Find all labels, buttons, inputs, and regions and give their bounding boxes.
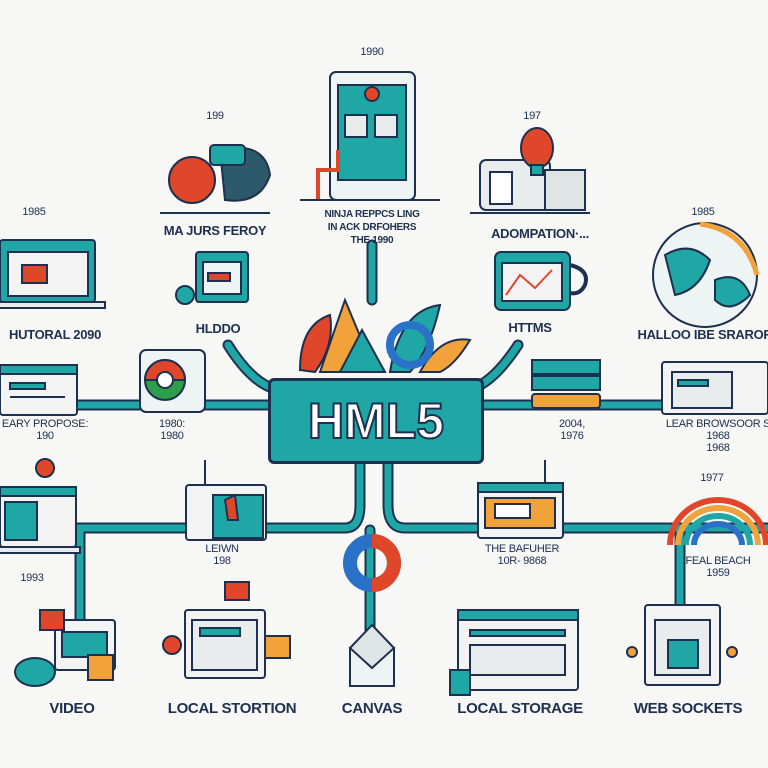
year-label: 1985 (22, 206, 46, 218)
year-label: 197 (523, 110, 541, 122)
year-label: 1968 (706, 430, 730, 442)
label-line: 2004, (558, 418, 586, 430)
donut-icon (343, 534, 401, 592)
year-label: 1959 (706, 567, 730, 579)
year-label: 10R- 9868 (497, 555, 547, 567)
lamp-illustration (470, 127, 590, 214)
feature-label-local-stortion: LOCAL STORTION (167, 700, 297, 717)
milestone-label: HUTORAL 2090 (8, 327, 102, 342)
year-label: 1980 (160, 430, 184, 442)
year-label: 1985 (691, 206, 715, 218)
chrome-icon (139, 349, 206, 413)
video-icon (14, 609, 116, 687)
milestone-label: MA JURS FEROY (163, 223, 267, 238)
apple-icon (35, 458, 55, 478)
year-label: 1977 (700, 472, 724, 484)
tablet-illustration (300, 71, 440, 201)
milestone-label: EARY PROPOSE:190 (2, 418, 88, 442)
web-sockets-icon (626, 604, 738, 686)
leaves-illustration (298, 297, 472, 374)
browser-window-icon (0, 364, 78, 416)
year-label: 1968 (706, 442, 730, 454)
milestone-label: HALLOO IBE SRAROR (637, 327, 768, 342)
feature-label-canvas: CANVAS (341, 700, 403, 717)
milestone-label: ADOMPATION·... (491, 226, 589, 241)
monitor-icon (0, 486, 81, 554)
milestone-label: 2004,1976 (559, 418, 585, 442)
hml5-title: HML5 (268, 378, 484, 464)
feature-label-local-storage: LOCAL STORAGE (457, 700, 583, 717)
window-icon (175, 251, 249, 305)
label-line: EARY PROPOSE: (1, 418, 89, 430)
canvas-icon (348, 623, 396, 687)
year-label: 199 (206, 110, 224, 122)
year-label: 1990 (360, 46, 384, 58)
apple-illustration (160, 144, 272, 214)
label-line: LEIWN (205, 543, 239, 555)
label-line: THE 1990 (350, 235, 394, 246)
milestone-label: HTTMS (508, 320, 552, 335)
year-label: 1993 (20, 572, 44, 584)
popup-window-icon (477, 460, 564, 539)
browser-window-icon (449, 609, 579, 696)
rainbow-icon (667, 497, 768, 546)
milestone-label: HLDDO (195, 321, 241, 336)
label-line: THE BAFUHER (484, 543, 560, 555)
books-icon (531, 359, 601, 409)
feature-label-web-sockets: WEB SOCKETS (633, 700, 743, 717)
globe-icon (652, 221, 760, 328)
milestone-label: NINJA REPPCS LING IN ACK DRFOHERS THE 19… (324, 208, 419, 247)
label-line: 1980: (158, 418, 186, 430)
mug-chart-icon (494, 251, 588, 311)
year-label: 198 (213, 555, 231, 567)
laptop-icon (0, 239, 106, 309)
label-line: FEAL BEACH (685, 555, 751, 567)
year-label: 1976 (560, 430, 584, 442)
label-line: NINJA REPPCS LING (324, 209, 420, 220)
label-line: IN ACK DRFOHERS (327, 222, 417, 233)
local-storage-icon (162, 581, 291, 679)
app-window-icon (185, 460, 267, 541)
year-label: 190 (36, 430, 54, 442)
label-line: LEAR BROWSOOR S (665, 418, 768, 430)
feature-label-video: VIDEO (49, 700, 95, 717)
milestone-label: 1980:1980 (159, 418, 185, 442)
browser-window-icon (661, 361, 768, 415)
